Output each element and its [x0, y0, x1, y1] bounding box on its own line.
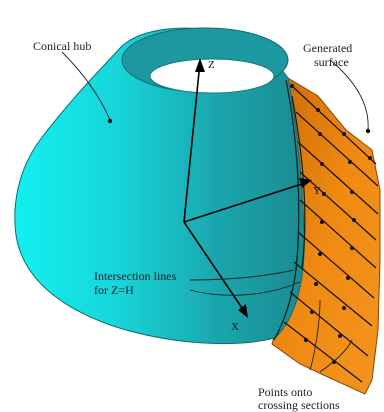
leader-generated-surface [329, 59, 369, 131]
x-arrowhead [238, 304, 248, 318]
leader-lines [61, 51, 369, 373]
coordinate-axes [183, 61, 309, 315]
x-axis [183, 221, 247, 315]
label-conical-hub: Conical hub [33, 39, 91, 53]
section-points [290, 84, 372, 364]
surface-section-lines [283, 85, 379, 383]
label-intersection-2: for Z=H [94, 283, 134, 297]
axis-label-z: Z [208, 59, 215, 71]
z-axis [183, 61, 201, 223]
label-generated-surface-2: surface [314, 55, 349, 69]
axis-label-x: X [231, 321, 239, 333]
axis-label-y: Y [313, 185, 321, 197]
leader-intersection-1 [189, 269, 295, 281]
intersection-lines [273, 79, 306, 341]
hub-top-opening [149, 58, 275, 94]
label-points-1: Points onto [258, 385, 312, 399]
y-arrowhead [299, 178, 312, 188]
y-axis [183, 181, 309, 223]
leader-ends [107, 118, 371, 134]
leader-points-2 [319, 339, 353, 373]
label-generated-surface-1: Generated [303, 41, 352, 55]
leader-conical-hub [61, 51, 111, 121]
label-intersection-1: Intersection lines [94, 269, 177, 283]
z-arrowhead [195, 58, 205, 72]
label-points-2: crossing sections [258, 398, 340, 412]
leader-points-1 [309, 299, 321, 371]
leader-intersection-2 [189, 281, 301, 296]
axis-arrowheads [195, 58, 312, 318]
